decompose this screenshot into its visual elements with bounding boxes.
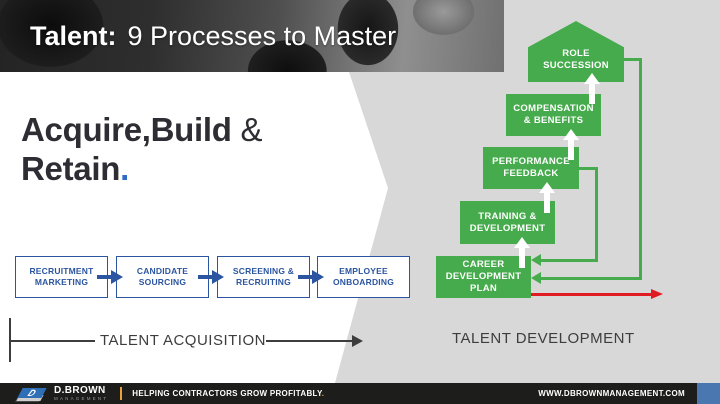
footer-blue-accent-block (697, 383, 720, 404)
brand-name: D.BROWN (54, 384, 106, 396)
dev-box-label: PLAN (469, 283, 498, 294)
axis-start-tick (9, 318, 11, 362)
footer-tagline-text: HELPING CONTRACTORS GROW PROFITABLY (132, 389, 322, 398)
footer-bar: D D.BROWN MANAGEMENT HELPING CONTRACTORS… (0, 383, 720, 404)
axis-line-right (266, 340, 353, 342)
slide-title-rest: 9 Processes to Master (127, 20, 397, 51)
red-arrowhead-icon (651, 289, 663, 299)
header-banner: Talent: 9 Processes to Master (0, 0, 504, 72)
dev-box-label: CAREER (462, 259, 505, 270)
headline-build: Build (150, 111, 232, 148)
red-timeline-arrow (531, 293, 651, 296)
process-box-candidate-sourcing: CANDIDATE SOURCING (116, 256, 209, 298)
headline-acquire: Acquire (21, 111, 142, 148)
connector-performance-down (595, 167, 598, 262)
left-arrowhead-icon (531, 254, 541, 266)
dev-box-performance-feedback: PERFORMANCE FEEDBACK (483, 147, 579, 189)
dev-box-label: ROLE (562, 47, 590, 59)
dev-box-label: DEVELOPMENT (469, 222, 546, 234)
dev-box-label: COMPENSATION (513, 103, 594, 114)
brand-block: D.BROWN MANAGEMENT (54, 384, 109, 402)
dev-box-label: PERFORMANCE (492, 156, 570, 167)
connector-role-return (541, 277, 642, 280)
dev-box-training-development: TRAINING & DEVELOPMENT (460, 201, 555, 244)
process-box-screening-recruiting: SCREENING & RECRUITING (217, 256, 310, 298)
process-box-employee-onboarding: EMPLOYEE ONBOARDING (317, 256, 410, 298)
process-box-label: ONBOARDING (332, 277, 395, 287)
dev-box-career-development-plan: CAREER DEVELOPMENT PLAN (436, 256, 531, 298)
up-arrow-icon (539, 182, 555, 213)
dev-box-label: FEEDBACK (503, 168, 559, 179)
headline-period: . (120, 150, 129, 187)
right-arrow-icon (198, 270, 224, 284)
up-arrow-icon (563, 129, 579, 160)
axis-line-left (11, 340, 95, 342)
left-arrowhead-icon (531, 272, 541, 284)
right-arrow-icon (298, 270, 324, 284)
process-box-label: SOURCING (138, 277, 187, 287)
process-box-label: SCREENING & (232, 266, 295, 276)
axis-arrowhead-icon (352, 335, 363, 347)
up-arrow-icon (584, 73, 600, 104)
logo-letter: D (26, 387, 38, 398)
dev-box-label: SUCCESSION (543, 59, 609, 71)
process-box-label: CANDIDATE (136, 266, 189, 276)
up-arrow-icon (514, 237, 530, 268)
slide-title: Talent: 9 Processes to Master (30, 21, 396, 52)
footer-url: WWW.DBROWNMANAGEMENT.COM (538, 389, 685, 398)
connector-performance-out (579, 167, 598, 170)
headline: Acquire,Build & Retain. (21, 110, 263, 188)
headline-comma: , (141, 111, 151, 148)
connector-role-out (624, 58, 642, 61)
dev-box-compensation-benefits: COMPENSATION & BENEFITS (506, 94, 601, 136)
process-box-label: RECRUITING (236, 277, 291, 287)
headline-retain: Retain (21, 150, 121, 187)
dbrown-logo-icon: D (14, 386, 47, 402)
talent-acquisition-label: TALENT ACQUISITION (100, 332, 266, 349)
talent-development-label: TALENT DEVELOPMENT (452, 330, 635, 347)
slide-title-bold: Talent: (30, 20, 117, 51)
dev-box-label: TRAINING & (478, 210, 537, 222)
process-box-label: EMPLOYEE (339, 266, 388, 276)
process-box-label: RECRUITMENT (29, 266, 94, 276)
brand-subtitle: MANAGEMENT (54, 396, 109, 401)
footer-tagline: HELPING CONTRACTORS GROW PROFITABLY. (132, 389, 324, 398)
connector-role-down (639, 58, 642, 280)
right-arrow-icon (97, 270, 123, 284)
footer-tagline-period: . (321, 389, 325, 398)
headline-ampersand: & (240, 111, 263, 148)
gold-divider (120, 387, 123, 400)
process-box-recruitment-marketing: RECRUITMENT MARKETING (15, 256, 108, 298)
connector-performance-return (541, 259, 598, 262)
dev-box-label: DEVELOPMENT (445, 271, 522, 282)
dev-box-label: & BENEFITS (523, 115, 584, 126)
process-box-label: MARKETING (34, 277, 89, 287)
